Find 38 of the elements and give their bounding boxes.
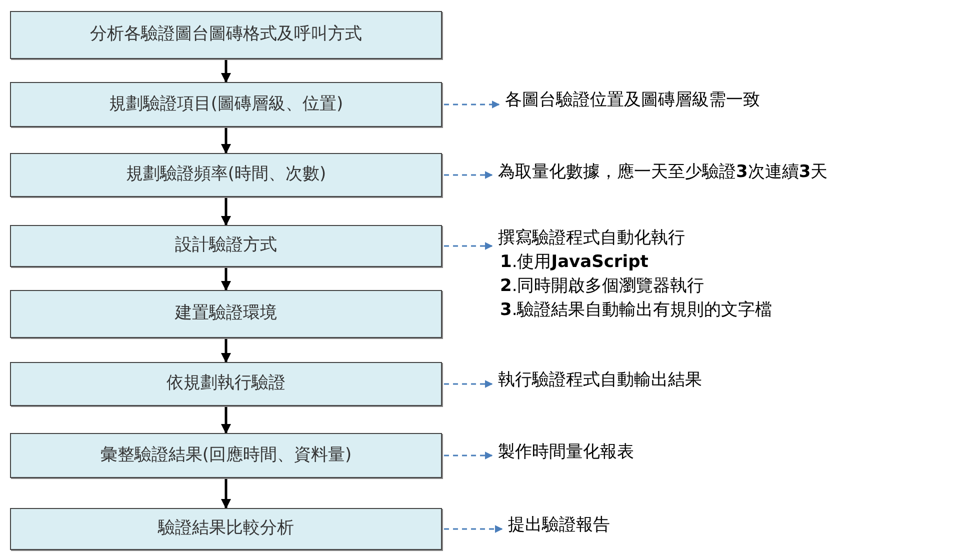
- arrow: [444, 242, 493, 250]
- arrow: [221, 127, 231, 154]
- list-item: 1.使用JavaScript: [499, 251, 648, 274]
- process-box: [10, 362, 442, 406]
- step-text: 分析各驗證圖台圖磚格式及呼叫方式: [90, 23, 362, 46]
- step-text: 規劃驗證頻率(時間、次數): [126, 163, 326, 186]
- note-text: 執行驗證程式自動輸出結果: [498, 369, 702, 392]
- arrow: [221, 197, 231, 226]
- step-text: 依規劃執行驗證: [166, 372, 286, 396]
- arrow: [221, 406, 231, 434]
- note-text: 製作時間量化報表: [498, 441, 634, 464]
- arrow: [444, 171, 493, 179]
- arrow: [221, 59, 231, 83]
- note-text: 為取量化數據，應一天至少驗證3次連續3天: [498, 161, 828, 184]
- step-text: 彙整驗證結果(回應時間、資料量): [100, 444, 352, 467]
- note-text: 各圖台驗證位置及圖磚層級需一致: [505, 89, 760, 112]
- list-item: 3.驗證結果自動輸出有規則的文字檔: [499, 299, 772, 322]
- process-box: [10, 153, 442, 197]
- arrow: [221, 338, 231, 363]
- process-box: [10, 82, 442, 127]
- list-item: 2.同時開啟多個瀏覽器執行: [499, 275, 704, 298]
- process-box: [10, 433, 442, 478]
- step-text: 規劃驗證項目(圖磚層級、位置): [108, 92, 344, 116]
- note-text: 提出驗證報告: [508, 514, 610, 537]
- arrow: [444, 380, 493, 388]
- note-text: 撰寫驗證程式自動化執行: [498, 227, 685, 250]
- process-box: [10, 225, 442, 267]
- arrow: [444, 525, 503, 533]
- step-text: 建置驗證環境: [175, 302, 277, 326]
- arrow: [221, 267, 231, 291]
- arrow: [444, 452, 493, 460]
- process-box: [10, 290, 442, 338]
- process-box: [10, 508, 442, 550]
- arrow: [444, 100, 500, 108]
- arrow: [221, 478, 231, 509]
- step-text: 設計驗證方式: [175, 234, 277, 258]
- step-text: 驗證結果比較分析: [158, 517, 294, 540]
- process-box: [10, 11, 442, 59]
